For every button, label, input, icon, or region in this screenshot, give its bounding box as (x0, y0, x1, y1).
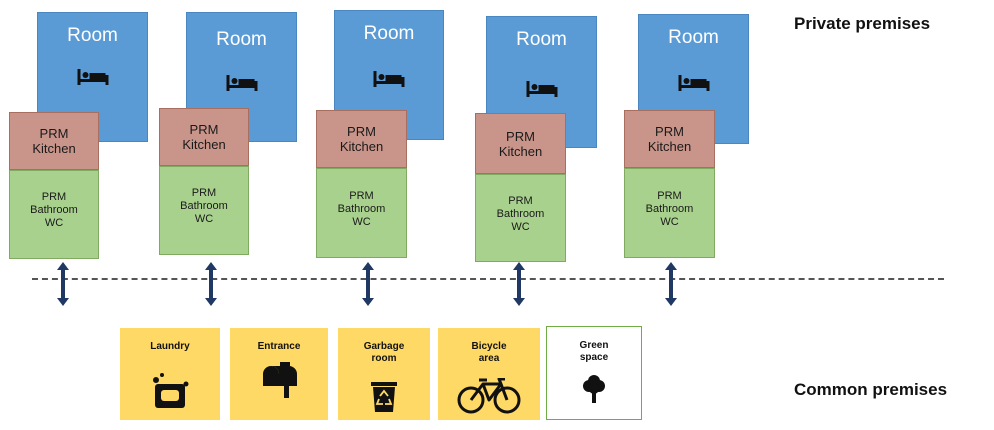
bathroom-2-line-1: PRM (191, 187, 217, 199)
bathroom-5-line-2: Bathroom (645, 202, 694, 215)
kitchen-1-line-2: Kitchen (32, 141, 76, 156)
bathroom-4-line-2: Bathroom (496, 207, 545, 220)
bathroom-3: PRM Bathroom WC (316, 168, 407, 258)
kitchen-3-line-1: PRM (347, 124, 376, 139)
kitchen-4: PRM Kitchen (475, 113, 566, 174)
bathroom-5-line-1: PRM (657, 189, 682, 202)
kitchen-2: PRM Kitchen (159, 108, 249, 166)
bathroom-1-line-3: WC (44, 217, 64, 229)
kitchen-3: PRM Kitchen (316, 110, 407, 168)
kitchen-3-line-2: Kitchen (339, 139, 384, 154)
common-premises-heading: Common premises (794, 380, 948, 399)
kitchen-4-line-2: Kitchen (498, 143, 543, 159)
recycle-bin-icon (371, 382, 397, 412)
kitchen-1: PRM Kitchen (9, 112, 99, 170)
bed-icon (526, 81, 557, 97)
bathroom-5-line-3: WC (660, 215, 679, 228)
green-space-label-1: Green (579, 340, 609, 351)
bathroom-3-line-2: Bathroom (337, 202, 386, 215)
kitchen-5: PRM Kitchen (624, 110, 715, 168)
room-4-label: Room (516, 29, 567, 50)
common-garbage-room: Garbage room (338, 328, 430, 420)
bathroom-1: PRM Bathroom WC (9, 170, 99, 259)
common-laundry: Laundry (120, 328, 220, 420)
kitchen-1-line-1: PRM (39, 126, 69, 141)
bathroom-2-line-3: WC (194, 213, 214, 225)
room-5-label: Room (668, 27, 719, 48)
entrance-label: Entrance (257, 341, 301, 352)
bathroom-2: PRM Bathroom WC (159, 166, 249, 255)
kitchen-5-line-2: Kitchen (647, 139, 692, 154)
tree-icon (583, 375, 605, 403)
premises-divider (32, 278, 944, 280)
garbage-room-label-1: Garbage (363, 341, 405, 352)
common-bicycle-area: Bicycle area (438, 328, 540, 420)
common-green-space: Green space (546, 326, 642, 420)
bicycle-area-label-2: area (478, 353, 500, 364)
double-arrow-icon (362, 262, 374, 306)
double-arrow-icon (513, 262, 525, 306)
bed-icon (226, 75, 257, 91)
kitchen-2-line-2: Kitchen (182, 137, 226, 152)
bathroom-1-line-1: PRM (41, 191, 67, 203)
bathroom-4-line-1: PRM (508, 194, 533, 207)
bicycle-area-label-1: Bicycle (471, 341, 507, 352)
bicycle-icon (457, 378, 521, 414)
kitchen-2-line-1: PRM (189, 122, 219, 137)
private-premises-heading: Private premises (794, 14, 931, 33)
common-entrance: Entrance (230, 328, 328, 420)
kitchen-4-line-1: PRM (506, 128, 535, 144)
kitchen-5-line-1: PRM (655, 124, 684, 139)
garbage-room-label-2: room (371, 353, 397, 364)
bathroom-2-line-2: Bathroom (180, 200, 228, 212)
bed-icon (77, 69, 108, 85)
laundry-icon (153, 373, 189, 408)
room-1-label: Room (67, 25, 118, 46)
green-space-label-2: space (579, 352, 609, 363)
laundry-label: Laundry (150, 341, 190, 352)
double-arrow-icon (205, 262, 217, 306)
double-arrow-icon (665, 262, 677, 306)
room-3-label: Room (363, 23, 415, 44)
bathroom-3-line-3: WC (352, 215, 371, 228)
bathroom-1-line-2: Bathroom (30, 204, 78, 216)
bathroom-4-line-3: WC (511, 220, 530, 233)
bed-icon (373, 71, 405, 87)
room-2-label: Room (216, 29, 267, 50)
bathroom-4: PRM Bathroom WC (475, 174, 566, 262)
mailbox-icon (263, 362, 297, 398)
bathroom-5: PRM Bathroom WC (624, 168, 715, 258)
double-arrow-icon (57, 262, 69, 306)
bathroom-3-line-1: PRM (349, 189, 374, 202)
bed-icon (678, 75, 709, 91)
